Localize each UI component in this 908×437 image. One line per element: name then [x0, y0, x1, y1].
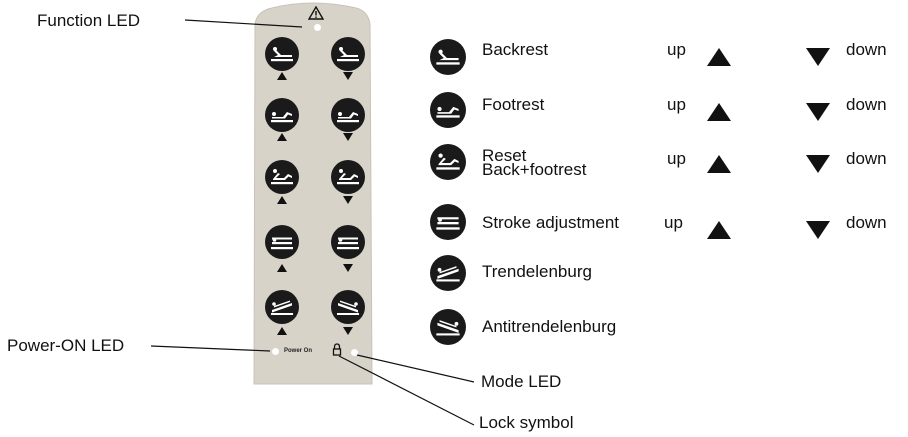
padlock-icon — [332, 343, 342, 356]
panel-footrest-down-arrow — [343, 133, 353, 141]
panel-antitrendelenburg-arrow — [343, 327, 353, 335]
antitrendelenburg-icon — [436, 320, 460, 336]
reset-back-footrest-icon — [337, 169, 359, 185]
panel-stroke-up-button[interactable] — [265, 225, 299, 259]
legend-stroke-down-label: down — [846, 213, 887, 232]
reset-back-footrest-icon — [436, 153, 460, 170]
legend-stroke-down-arrow — [806, 221, 830, 239]
footrest-icon — [337, 112, 359, 123]
legend-reset-up-label: up — [667, 149, 686, 168]
lock-symbol-leader — [338, 355, 475, 426]
mode-led-leader — [356, 354, 475, 383]
power-on-led-label: Power-ON LED — [7, 336, 125, 355]
stroke-adjustment-icon — [436, 217, 460, 230]
legend-footrest-up-arrow — [707, 103, 731, 121]
function-led-leader — [184, 19, 303, 28]
backrest-icon — [271, 47, 293, 62]
panel-reset-up-arrow — [277, 196, 287, 204]
legend-trendelenburg-icon-button — [430, 255, 466, 291]
legend-backrest-icon-button — [430, 39, 466, 75]
legend-antitrendelenburg-icon-button — [430, 309, 466, 345]
legend-backrest-label: Backrest — [482, 40, 549, 59]
power-on-led-leader — [150, 345, 271, 352]
legend-reset-label-line1: Reset — [482, 146, 527, 165]
warning-triangle-icon — [308, 6, 324, 20]
legend-stroke-up-label: up — [664, 213, 683, 232]
legend-backrest-down-label: down — [846, 40, 887, 59]
legend-backrest-down-arrow — [806, 48, 830, 66]
reset-back-footrest-icon — [271, 169, 293, 185]
panel-footrest-down-button[interactable] — [331, 98, 365, 132]
function-led — [314, 24, 321, 31]
panel-trendelenburg-button[interactable] — [265, 290, 299, 324]
legend-reset-icon-button — [430, 144, 466, 180]
panel-backrest-up-button[interactable] — [265, 37, 299, 71]
legend-reset-up-arrow — [707, 155, 731, 173]
panel-reset-down-arrow — [343, 196, 353, 204]
trendelenburg-icon — [436, 266, 460, 282]
panel-backrest-down-button[interactable] — [331, 37, 365, 71]
backrest-icon — [337, 47, 359, 62]
panel-reset-up-button[interactable] — [265, 160, 299, 194]
legend-antitrendelenburg-label: Antitrendelenburg — [482, 317, 617, 336]
function-led-label: Function LED — [37, 11, 140, 30]
footrest-icon — [436, 106, 460, 118]
panel-reset-down-button[interactable] — [331, 160, 365, 194]
legend-footrest-down-label: down — [846, 95, 887, 114]
panel-backrest-up-arrow — [277, 72, 287, 80]
antitrendelenburg-icon — [337, 300, 359, 315]
legend-reset-label-line2: Back+footrest — [482, 160, 587, 179]
legend-reset-down-arrow — [806, 155, 830, 173]
mode-led-label: Mode LED — [481, 372, 562, 391]
legend-footrest-icon-button — [430, 92, 466, 128]
legend-stroke-up-arrow — [707, 221, 731, 239]
legend-backrest-up-arrow — [707, 48, 731, 66]
panel-footrest-up-arrow — [277, 133, 287, 141]
stroke-adjustment-icon — [337, 237, 359, 250]
panel-stroke-up-arrow — [277, 264, 287, 272]
panel-footrest-up-button[interactable] — [265, 98, 299, 132]
panel-stroke-down-button[interactable] — [331, 225, 365, 259]
legend-footrest-down-arrow — [806, 103, 830, 121]
trendelenburg-icon — [271, 300, 293, 315]
legend-backrest-up-label: up — [667, 40, 686, 59]
panel-stroke-down-arrow — [343, 264, 353, 272]
legend-trendelenburg-label: Trendelenburg — [482, 262, 592, 281]
footrest-icon — [271, 112, 293, 123]
legend-footrest-up-label: up — [667, 95, 686, 114]
panel-antitrendelenburg-button[interactable] — [331, 290, 365, 324]
legend-stroke-label: Stroke adjustment — [482, 213, 620, 232]
lock-symbol-label: Lock symbol — [479, 413, 574, 432]
legend-reset-down-label: down — [846, 149, 887, 168]
power-on-led — [272, 348, 279, 355]
mode-led — [351, 349, 358, 356]
panel-backrest-down-arrow — [343, 72, 353, 80]
legend-stroke-icon-button — [430, 204, 466, 240]
panel-trendelenburg-arrow — [277, 327, 287, 335]
power-on-text: Power On — [284, 348, 313, 354]
stroke-adjustment-icon — [271, 237, 293, 250]
legend-footrest-label: Footrest — [482, 95, 545, 114]
backrest-icon — [436, 49, 460, 65]
